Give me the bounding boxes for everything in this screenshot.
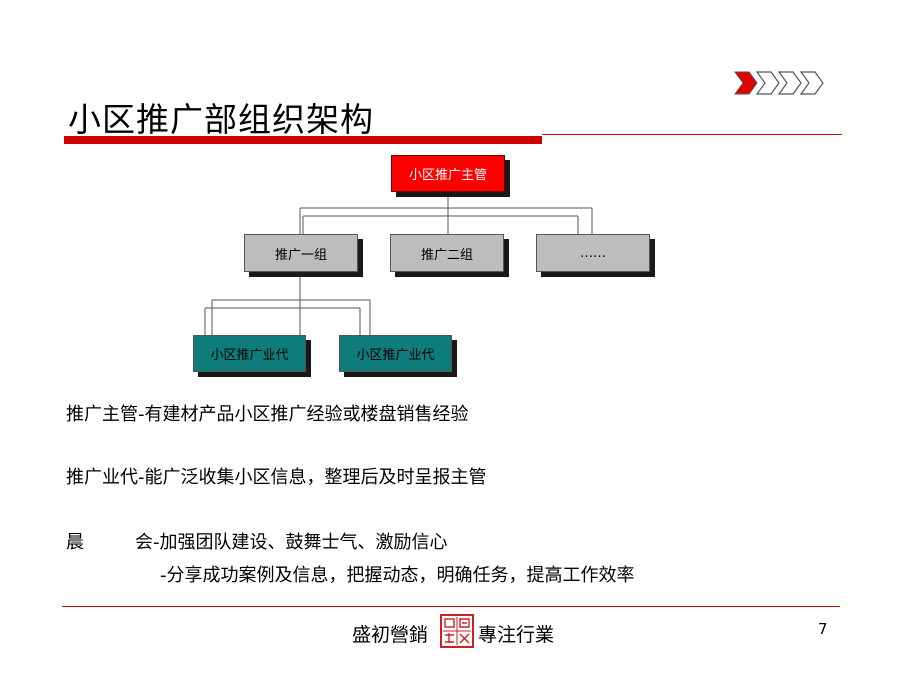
title-underline-bar [64, 136, 542, 144]
chevron-right-icon [755, 71, 780, 95]
org-box-label: 推广二组 [420, 247, 473, 263]
chevron-right-icon [777, 71, 802, 95]
meeting-line-1: 会-加强团队建设、鼓舞士气、激励信心 [135, 532, 448, 553]
page-title: 小区推广部组织架构 [68, 100, 374, 139]
agent-description: 推广业代-能广泛收集小区信息，整理后及时呈报主管 [66, 467, 487, 488]
footer-brand-left: 盛初營銷 [352, 624, 429, 646]
meeting-label: 晨 [66, 532, 84, 553]
chevron-right-icon [734, 71, 758, 95]
org-box-supervisor: 小区推广主管 [391, 155, 505, 192]
org-box-label: 小区推广主管 [408, 168, 487, 183]
footer-divider [62, 606, 840, 607]
meeting-line-2: -分享成功案例及信息，把握动态，明确任务，提高工作效率 [160, 565, 635, 586]
org-box-agent-1: 小区推广业代 [193, 335, 306, 372]
org-box-group-2: 推广二组 [390, 234, 504, 272]
org-box-group-3: …… [536, 234, 650, 272]
page-number: 7 [818, 620, 828, 638]
title-underline-line [542, 134, 842, 135]
supervisor-description: 推广主管-有建材产品小区推广经验或楼盘销售经验 [66, 404, 469, 425]
org-box-label: …… [580, 245, 606, 261]
chevron-right-icon [799, 71, 824, 95]
org-box-label: 小区推广业代 [356, 348, 435, 363]
footer-brand-right: 專注行業 [478, 624, 555, 646]
seal-icon [440, 614, 474, 648]
org-box-label: 小区推广业代 [210, 348, 289, 363]
org-box-group-1: 推广一组 [244, 234, 358, 272]
org-box-agent-2: 小区推广业代 [339, 335, 452, 372]
org-box-label: 推广一组 [274, 247, 327, 263]
